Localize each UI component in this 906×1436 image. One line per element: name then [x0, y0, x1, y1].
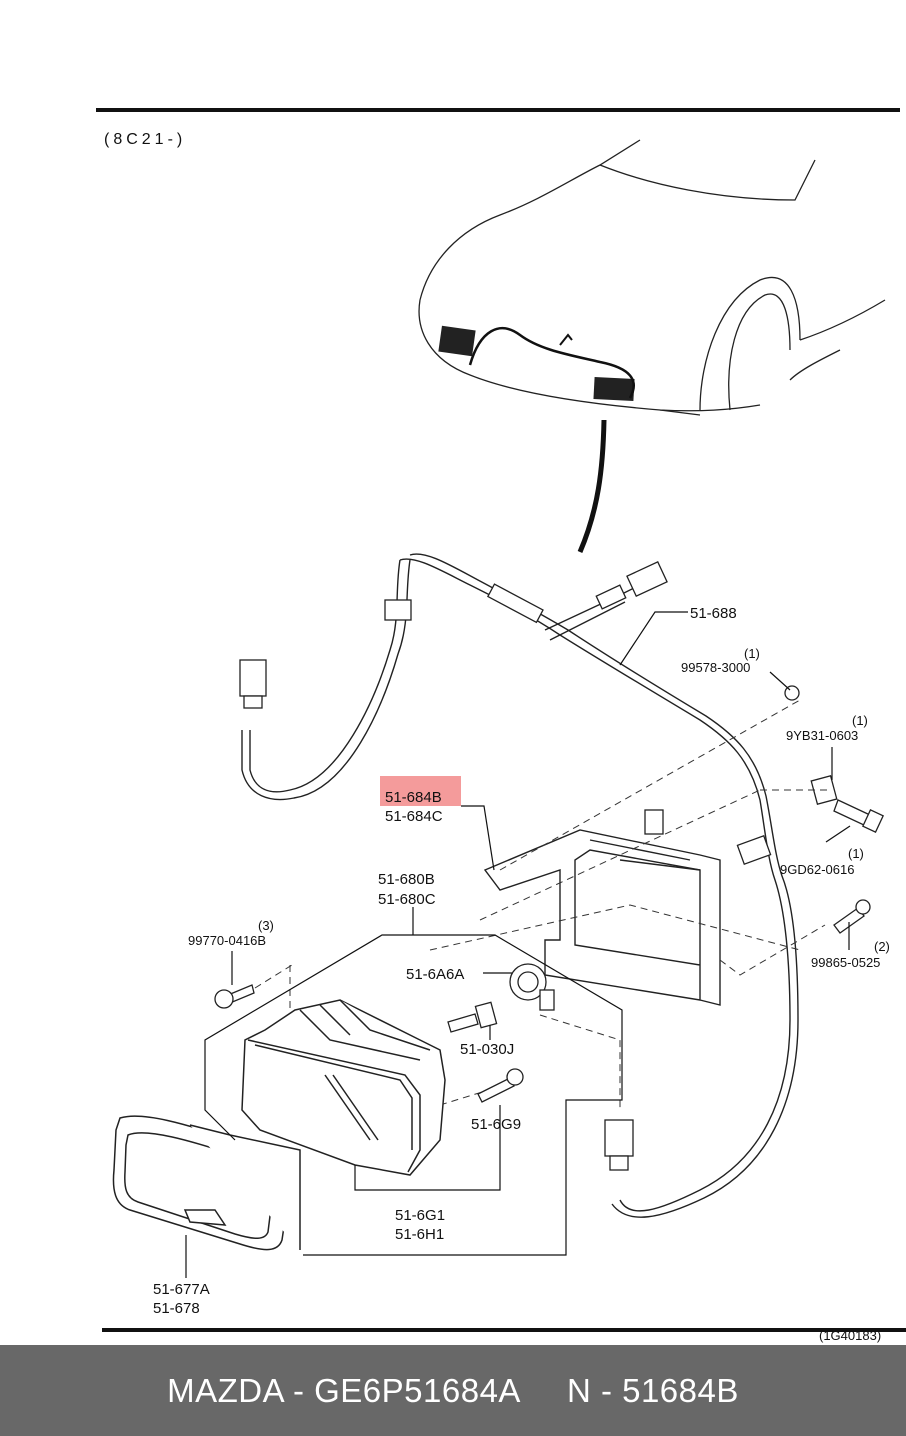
mounting-bracket: [483, 829, 721, 1006]
brand-part-number: MAZDA - GE6P51684A: [167, 1371, 521, 1409]
label-lens-a: 51-6G1: [395, 1207, 445, 1224]
harness-clips: [384, 599, 772, 866]
foglamp-housing: [241, 999, 446, 1176]
harness-connector-right: [604, 1119, 634, 1171]
label-bezel-b: 51-678: [153, 1300, 200, 1317]
label-bracket-a: 51-684B: [385, 789, 442, 806]
harness-connector-left: [239, 659, 267, 709]
foglamp-bezel: [112, 1115, 301, 1251]
label-bezel-a: 51-677A: [153, 1281, 210, 1298]
label-socket: 51-6A6A: [406, 966, 464, 983]
reference-part-number: N - 51684B: [566, 1371, 739, 1409]
label-bracket-b: 51-684C: [385, 808, 443, 825]
screw-left: [214, 984, 255, 1009]
bracket-bolt: [833, 799, 885, 833]
parts-diagram: (8C21-) (1G40183) 51-688 (1) 99578-3000 …: [96, 108, 906, 1343]
foglamp-bulb: [447, 1001, 498, 1033]
adjuster-screw: [477, 1068, 524, 1103]
label-screw: 99770-0416B: [188, 933, 266, 948]
bracket-clip: [784, 685, 800, 701]
figure-code-label: (1G40183): [819, 1328, 881, 1343]
car-body-illustration: [418, 139, 886, 416]
label-bolt: 9GD62-0616: [780, 862, 854, 877]
section-code-label: (8C21-): [104, 131, 186, 148]
harness-on-car-branch: [559, 333, 573, 346]
label-lamp-b: 51-680C: [378, 891, 436, 908]
left-foglamp-on-car: [438, 325, 476, 357]
harness-on-car: [468, 327, 635, 399]
right-foglamp-on-car: [593, 376, 635, 402]
screw-right: [833, 899, 871, 934]
harness-sleeve: [486, 583, 544, 624]
label-bolt-qty: (1): [848, 846, 864, 861]
label-lamp-a: 51-680B: [378, 871, 435, 888]
label-bulb: 51-030J: [460, 1041, 514, 1058]
part-number-banner: MAZDA - GE6P51684A N - 51684B: [0, 1345, 906, 1436]
label-nut-qty: (1): [852, 713, 868, 728]
foglamp-socket: [509, 963, 555, 1011]
label-adjust-screw: 51-6G9: [471, 1116, 521, 1133]
harness-connector-top: [595, 560, 668, 610]
label-screw2: 99865-0525: [811, 955, 880, 970]
detail-pointer: [577, 419, 607, 553]
part-highlight: [380, 776, 461, 806]
leader-lines: [185, 611, 851, 1278]
label-screw2-qty: (2): [874, 939, 890, 954]
label-clip: 99578-3000: [681, 660, 750, 675]
label-screw-qty: (3): [258, 918, 274, 933]
label-lens-b: 51-6H1: [395, 1226, 444, 1243]
label-clip-qty: (1): [744, 646, 760, 661]
label-nut: 9YB31-0603: [786, 728, 858, 743]
label-harness: 51-688: [690, 605, 737, 622]
